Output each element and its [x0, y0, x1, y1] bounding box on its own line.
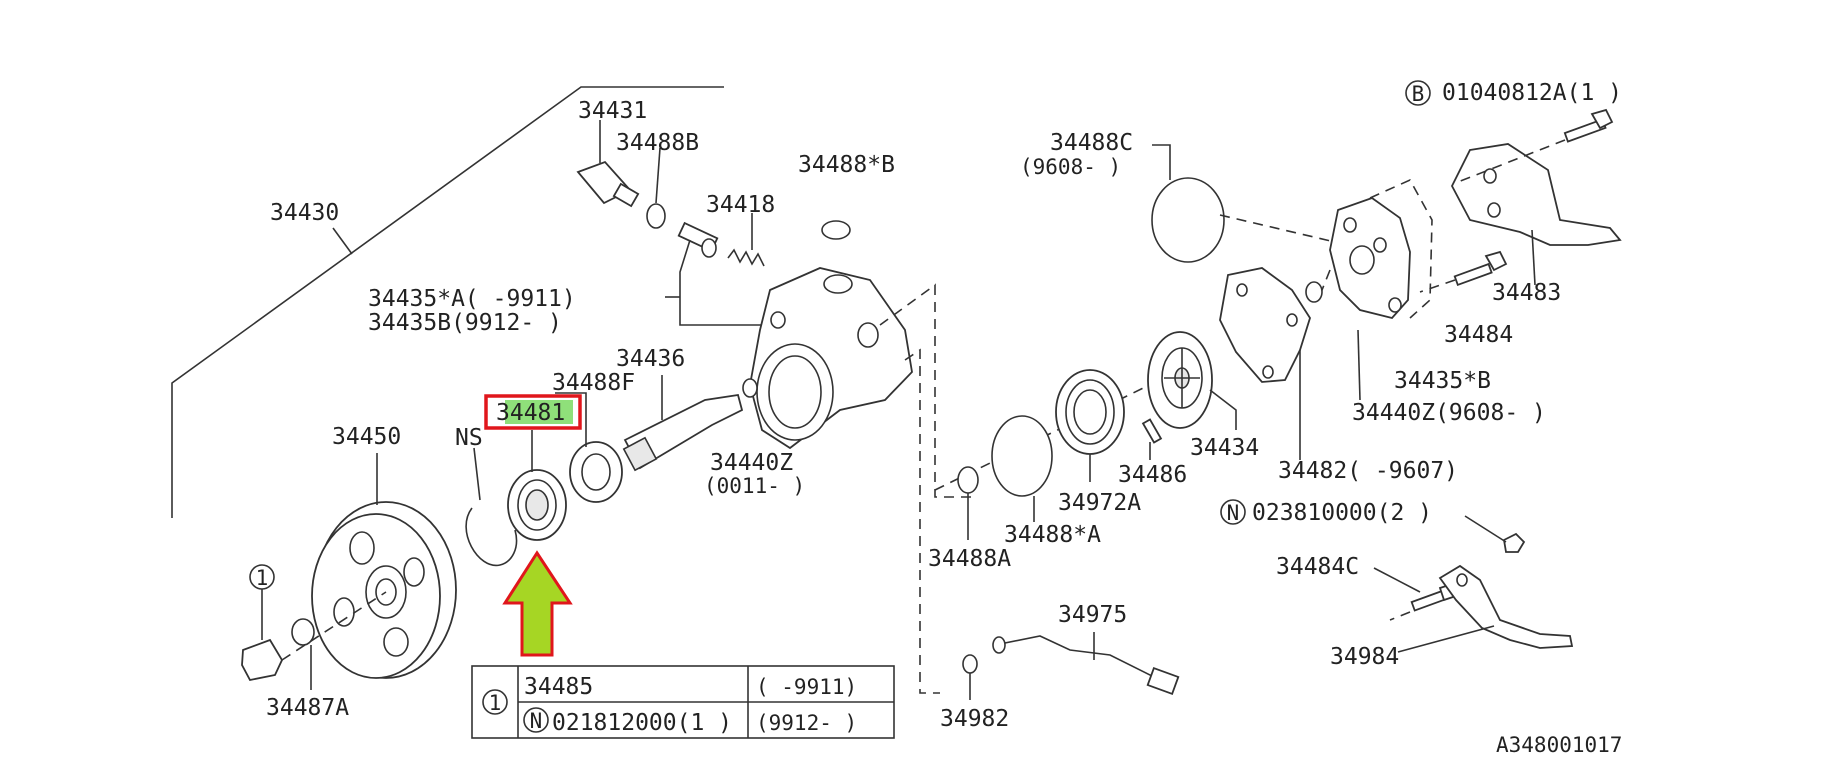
label-34972A: 34972A: [1058, 490, 1141, 516]
label-34487A: 34487A: [266, 695, 349, 721]
svg-text:1: 1: [256, 566, 269, 590]
svg-text:1: 1: [489, 691, 502, 715]
label-34975: 34975: [1058, 602, 1127, 628]
legend-row-2-range: (9912- ): [756, 711, 857, 735]
part-34440Z-snapring[interactable]: [742, 378, 758, 398]
part-34486-pin[interactable]: [1141, 418, 1163, 460]
label-34982: 34982: [940, 706, 1009, 732]
marker-circle-N: N: [1220, 499, 1246, 525]
label-34435starB: 34435*B: [1394, 368, 1491, 394]
label-34488starA: 34488*A: [1004, 522, 1101, 548]
part-34488B-oring[interactable]: [646, 147, 666, 229]
part-34984-bracket[interactable]: [1397, 564, 1574, 653]
legend-row-1-part: 34485: [524, 674, 593, 700]
svg-text:N: N: [1227, 501, 1240, 525]
dashed-assembly-outline: [879, 283, 1181, 694]
label-nut-N-part: 023810000(2 ): [1252, 500, 1432, 526]
part-bolt-B[interactable]: [1457, 108, 1614, 183]
label-34488starB: 34488*B: [798, 152, 895, 178]
label-34450: 34450: [332, 424, 401, 450]
part-34488starA-oring[interactable]: [991, 415, 1053, 522]
svg-text:N: N: [530, 709, 543, 733]
legend-row-1-range: ( -9911): [756, 675, 857, 699]
label-34984: 34984: [1330, 644, 1399, 670]
label-34440Z-left-range: (0011- ): [704, 474, 805, 498]
label-34481: 34481: [496, 400, 565, 426]
label-34488C-range: (9608- ): [1020, 155, 1121, 179]
part-34450-pulley[interactable]: [311, 453, 457, 679]
label-NS: NS: [455, 425, 483, 451]
part-34434-rotor[interactable]: [1147, 331, 1237, 430]
part-34436-shaft[interactable]: [622, 375, 744, 472]
part-34975-hose[interactable]: [992, 632, 1180, 696]
label-34488C: 34488C: [1050, 130, 1133, 156]
label-34435B: 34435B(9912- ): [368, 310, 562, 336]
marker-circle-1: 1: [249, 564, 275, 590]
svg-text:B: B: [1412, 82, 1425, 106]
part-34482-gasket[interactable]: [1219, 267, 1311, 460]
legend-table: 1 34485 ( -9911) N 021812000(1 ) (9912- …: [471, 665, 895, 739]
diagram-code: A348001017: [1496, 733, 1622, 757]
part-34431-switch[interactable]: [576, 120, 640, 208]
legend-marker-circle-1: 1: [482, 689, 508, 715]
part-34488A-oring[interactable]: [957, 466, 979, 540]
label-34435A: 34435*A( -9911): [368, 286, 576, 312]
part-34483-bracket[interactable]: [1450, 143, 1622, 286]
label-34434: 34434: [1190, 435, 1259, 461]
part-NS-snapring[interactable]: [465, 447, 518, 567]
label-34488A: 34488A: [928, 546, 1011, 572]
marker-circle-B: B: [1405, 80, 1431, 106]
part-end-plate[interactable]: [1317, 178, 1433, 320]
part-pump-body[interactable]: [749, 267, 913, 450]
part-34418-valve[interactable]: [677, 213, 765, 267]
label-34440Z-right: 34440Z(9608- ): [1352, 400, 1546, 426]
label-34431: 34431: [578, 98, 647, 124]
label-34418: 34418: [706, 192, 775, 218]
part-34488C-oring[interactable]: [1151, 144, 1336, 263]
label-34436: 34436: [616, 346, 685, 372]
part-34484C-stud[interactable]: [1373, 567, 1458, 621]
part-34440Z-right-oring[interactable]: [1305, 281, 1361, 401]
label-bolt-B-part: 01040812A(1 ): [1442, 80, 1622, 106]
legend-marker-circle-N: N: [523, 707, 549, 733]
pointer-arrow-icon: [502, 550, 573, 657]
label-34440Z-left: 34440Z: [710, 450, 793, 476]
assembly-bracket-34430: [171, 86, 724, 518]
label-34484C: 34484C: [1276, 554, 1359, 580]
label-34488B: 34488B: [616, 130, 699, 156]
part-nut-1[interactable]: [241, 588, 387, 682]
legend-row-2-part: 021812000(1 ): [552, 710, 732, 736]
label-34430: 34430: [270, 200, 339, 226]
label-34483: 34483: [1492, 280, 1561, 306]
part-34481-bearing[interactable]: [507, 430, 567, 541]
part-34488starB-washer[interactable]: [821, 220, 851, 240]
part-labels: 34430 34431 34488B 34488*B 34418 34435*A…: [266, 80, 1622, 757]
part-34487A-washer[interactable]: [291, 618, 315, 690]
leader-34435: [665, 239, 780, 326]
label-34482: 34482( -9607): [1278, 458, 1458, 484]
part-34982-washer[interactable]: [962, 654, 978, 700]
label-34484: 34484: [1444, 322, 1513, 348]
part-34972A-ring[interactable]: [1055, 369, 1125, 482]
part-nut-N[interactable]: [1464, 515, 1526, 553]
part-34488F-seal[interactable]: [555, 392, 623, 503]
label-34486: 34486: [1118, 462, 1187, 488]
label-34488F: 34488F: [552, 370, 635, 396]
part-34484-bolt[interactable]: [1419, 250, 1508, 293]
highlight-34481: [484, 394, 582, 430]
